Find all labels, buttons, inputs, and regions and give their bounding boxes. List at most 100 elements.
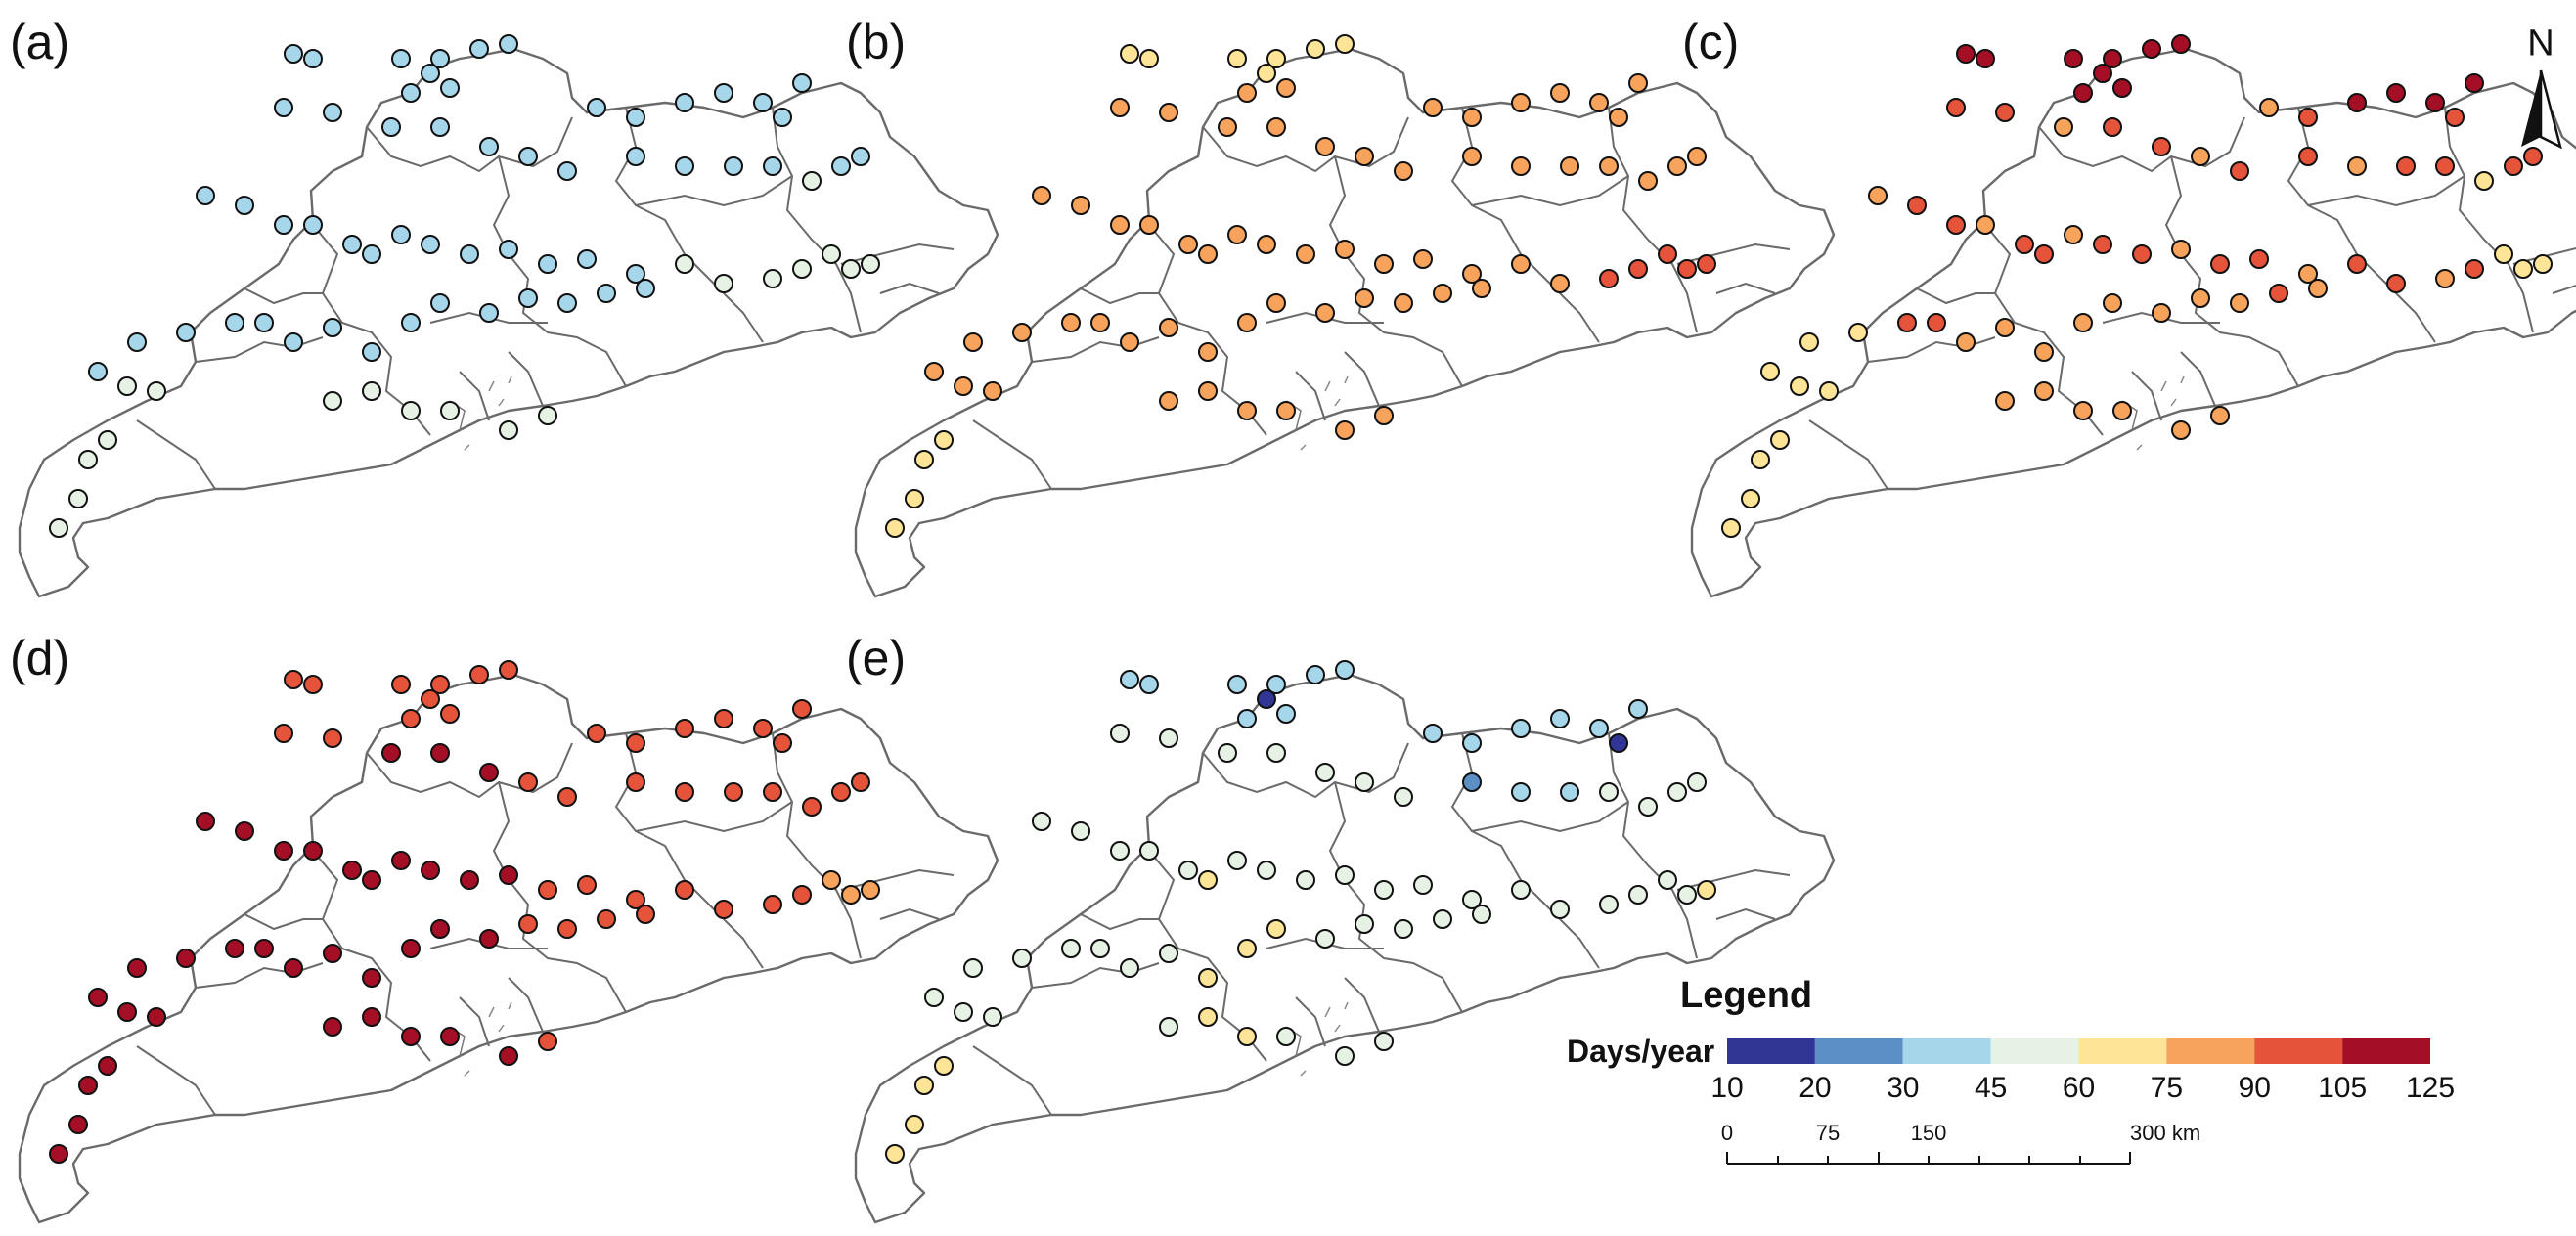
station-marker bbox=[2034, 381, 2054, 401]
station-marker bbox=[1897, 313, 1917, 332]
station-marker bbox=[196, 812, 215, 831]
station-marker bbox=[841, 885, 861, 905]
station-marker bbox=[1927, 313, 1946, 332]
station-marker bbox=[1266, 743, 1286, 763]
station-marker bbox=[147, 1007, 166, 1027]
station-marker bbox=[49, 1144, 68, 1164]
station-marker bbox=[1560, 782, 1579, 802]
station-marker bbox=[2152, 137, 2171, 156]
panel-e: (e) bbox=[846, 631, 1836, 1224]
station-marker bbox=[1071, 821, 1090, 841]
scale-bar-label: 150 bbox=[1911, 1121, 1947, 1145]
station-marker bbox=[88, 362, 108, 381]
station-marker bbox=[1677, 259, 1697, 279]
station-marker bbox=[1741, 489, 1760, 508]
station-marker bbox=[2347, 254, 2367, 274]
station-marker bbox=[1276, 704, 1296, 724]
station-marker bbox=[127, 332, 147, 352]
station-marker bbox=[1355, 147, 1374, 166]
station-marker bbox=[1819, 381, 1839, 401]
station-marker bbox=[2112, 401, 2132, 420]
station-marker bbox=[1159, 728, 1178, 748]
legend-swatch bbox=[1727, 1038, 1815, 1064]
station-marker bbox=[460, 244, 479, 264]
station-marker bbox=[323, 728, 342, 748]
station-marker bbox=[2465, 259, 2484, 279]
station-marker bbox=[1355, 772, 1374, 792]
province-map bbox=[18, 47, 999, 598]
station-marker bbox=[2445, 108, 2465, 127]
station-marker bbox=[538, 406, 557, 425]
station-marker bbox=[1139, 215, 1159, 235]
station-marker bbox=[1315, 929, 1335, 949]
station-marker bbox=[1462, 772, 1482, 792]
station-marker bbox=[342, 235, 362, 254]
station-marker bbox=[440, 1027, 460, 1046]
station-marker bbox=[538, 254, 557, 274]
station-marker bbox=[802, 171, 822, 191]
station-marker bbox=[78, 1076, 98, 1095]
station-marker bbox=[430, 117, 450, 137]
station-marker bbox=[2533, 254, 2553, 274]
legend-unit-label: Days/year bbox=[1567, 1034, 1714, 1069]
station-marker bbox=[1374, 406, 1394, 425]
station-marker bbox=[1227, 49, 1247, 68]
station-marker bbox=[1462, 147, 1482, 166]
station-marker bbox=[1599, 156, 1619, 176]
station-marker bbox=[1237, 83, 1257, 103]
station-marker bbox=[2298, 108, 2318, 127]
panel-label: (e) bbox=[846, 631, 906, 685]
station-marker bbox=[1335, 240, 1355, 259]
station-marker bbox=[1599, 895, 1619, 914]
station-marker bbox=[1638, 171, 1658, 191]
station-marker bbox=[2435, 269, 2455, 288]
station-marker bbox=[381, 117, 401, 137]
station-marker bbox=[1032, 186, 1051, 205]
station-marker bbox=[1198, 968, 1218, 988]
station-marker bbox=[792, 73, 812, 93]
station-marker bbox=[303, 841, 323, 861]
station-marker bbox=[460, 870, 479, 890]
station-marker bbox=[2191, 288, 2210, 308]
station-marker bbox=[401, 83, 421, 103]
station-marker bbox=[362, 1007, 381, 1027]
station-marker bbox=[2504, 156, 2523, 176]
station-marker bbox=[421, 64, 440, 83]
station-marker bbox=[1159, 1017, 1178, 1037]
station-marker bbox=[1198, 244, 1218, 264]
station-marker bbox=[1139, 675, 1159, 694]
station-marker bbox=[2435, 156, 2455, 176]
station-marker bbox=[753, 719, 773, 738]
station-marker bbox=[1120, 44, 1139, 64]
station-marker bbox=[2171, 240, 2191, 259]
panel-a: (a) bbox=[10, 15, 999, 598]
station-marker bbox=[1511, 719, 1531, 738]
station-marker bbox=[1120, 958, 1139, 978]
station-marker bbox=[1658, 870, 1677, 890]
station-marker bbox=[934, 430, 954, 450]
station-marker bbox=[636, 279, 655, 298]
station-marker bbox=[841, 259, 861, 279]
station-marker bbox=[235, 821, 254, 841]
station-marker bbox=[440, 704, 460, 724]
station-marker bbox=[792, 885, 812, 905]
station-marker bbox=[518, 772, 538, 792]
station-marker bbox=[1628, 699, 1648, 719]
station-marker bbox=[1218, 743, 1237, 763]
station-marker bbox=[1589, 719, 1609, 738]
station-marker bbox=[381, 743, 401, 763]
station-marker bbox=[147, 381, 166, 401]
station-marker bbox=[1462, 890, 1482, 909]
legend-swatch bbox=[2166, 1038, 2255, 1064]
station-marker bbox=[1995, 103, 2015, 122]
station-marker bbox=[2171, 420, 2191, 440]
station-marker bbox=[763, 895, 782, 914]
station-marker bbox=[1462, 264, 1482, 284]
station-marker bbox=[1946, 215, 1966, 235]
station-marker bbox=[430, 919, 450, 939]
station-marker bbox=[954, 1002, 973, 1022]
station-marker bbox=[1266, 675, 1286, 694]
station-marker bbox=[1658, 244, 1677, 264]
station-marker bbox=[2103, 49, 2122, 68]
